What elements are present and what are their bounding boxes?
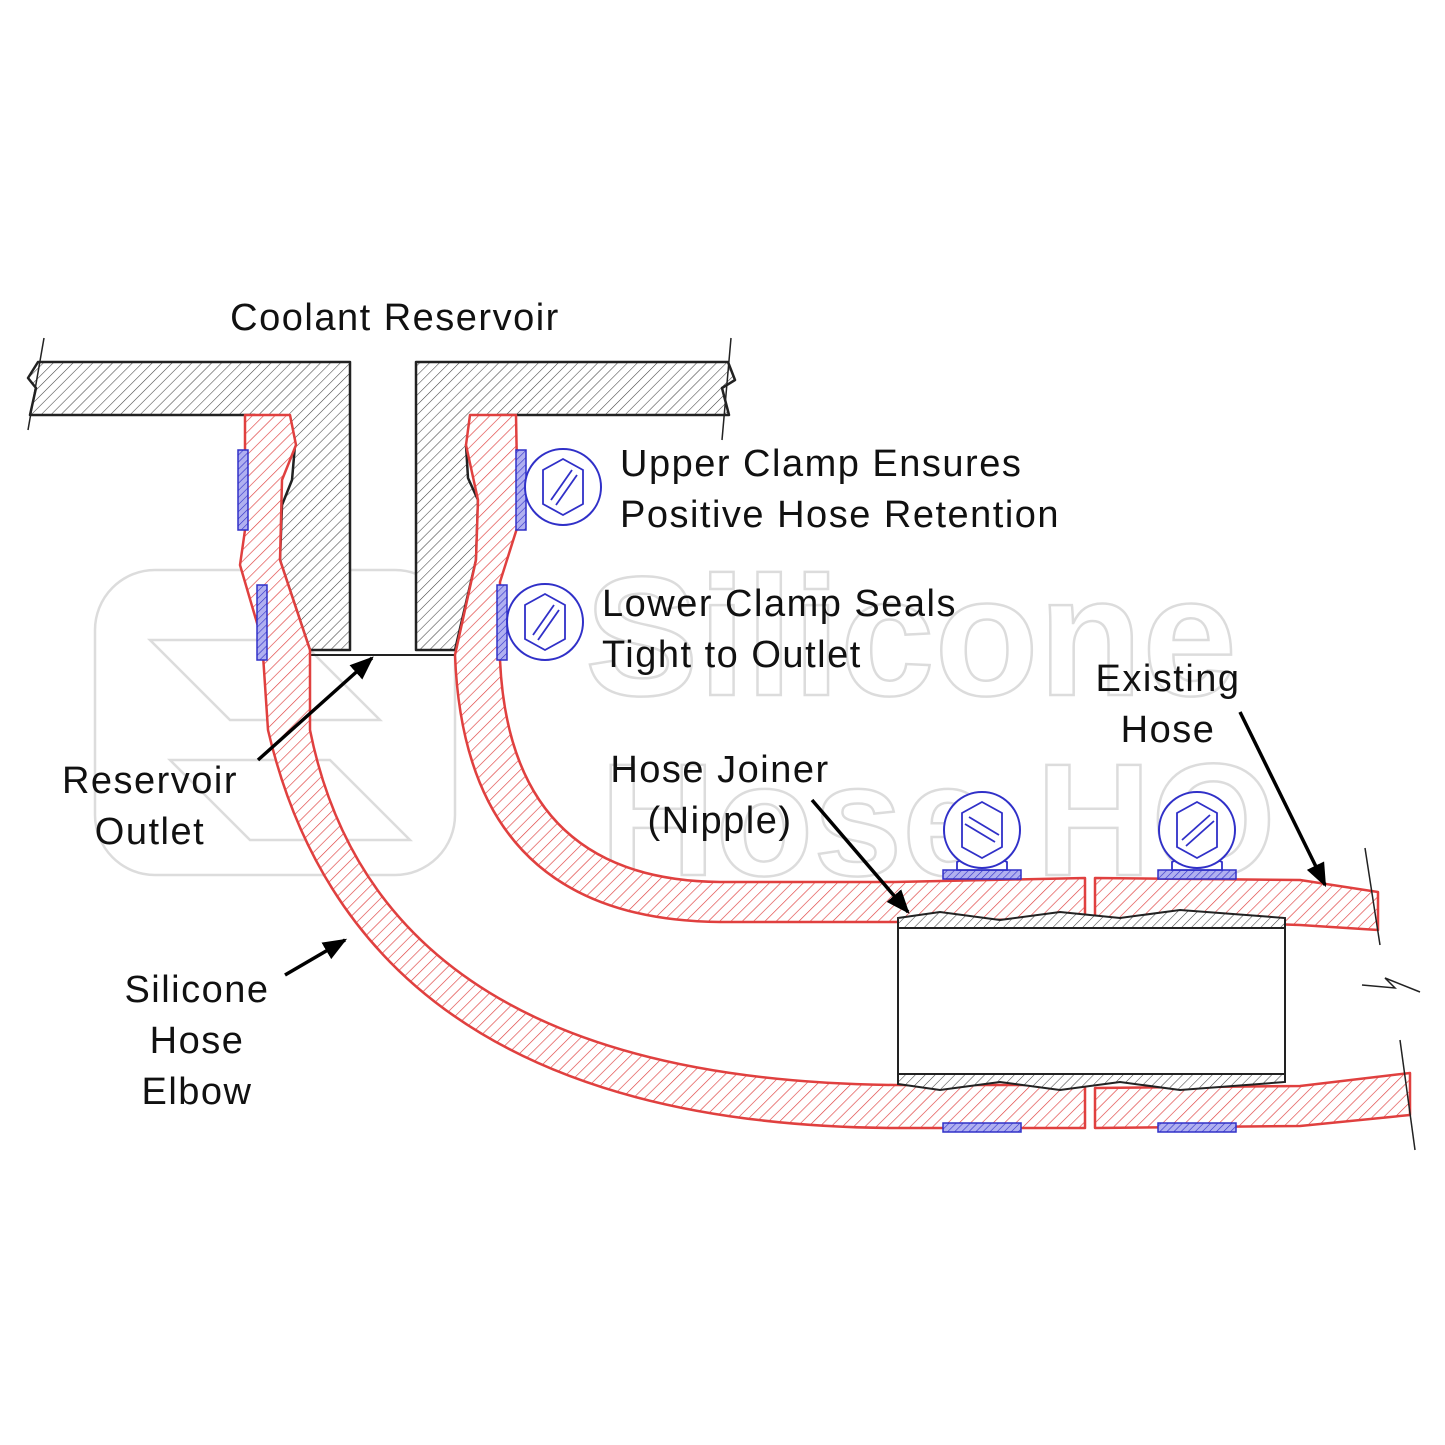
label-lower-clamp-line2: Tight to Outlet bbox=[602, 634, 862, 676]
leader-arrows bbox=[256, 656, 1327, 977]
hose-joiner-arrow bbox=[810, 798, 910, 914]
silicone-hose-arrow bbox=[284, 938, 348, 977]
label-silicone-hose-line1: Silicone bbox=[124, 969, 269, 1011]
label-lower-clamp-line1: Lower Clamp Seals bbox=[602, 583, 957, 625]
lower-clamp-band-right bbox=[496, 584, 508, 661]
break-line-right bbox=[721, 337, 732, 441]
label-upper-clamp-line2: Positive Hose Retention bbox=[620, 494, 1060, 536]
hose-joiner-nipple bbox=[897, 908, 1286, 1092]
labels: Coolant Reservoir Upper Clamp Ensures Po… bbox=[62, 297, 1240, 1113]
nipple-tube bbox=[897, 927, 1286, 1075]
lower-clamp-screw-circle bbox=[506, 583, 584, 661]
joiner-clamp-left-slot-b bbox=[968, 816, 1000, 836]
existing-hose-break-bottom bbox=[1399, 1039, 1416, 1151]
upper-clamp-screw-hex-icon bbox=[542, 457, 584, 517]
break-line-left bbox=[27, 337, 45, 431]
joiner-clamp-left-screw-hex-icon bbox=[961, 800, 1003, 860]
upper-clamp-band-left bbox=[237, 449, 249, 531]
label-reservoir-outlet-line1: Reservoir bbox=[62, 760, 238, 802]
joiner-clamp-left-screw-circle bbox=[943, 791, 1021, 869]
existing-hose-break-zigzag bbox=[1361, 977, 1421, 993]
joiner-clamp-left bbox=[942, 791, 1022, 1133]
joiner-clamp-right-band-bottom bbox=[1157, 1122, 1237, 1133]
label-existing-hose-line2: Hose bbox=[1121, 709, 1216, 751]
lower-clamp-screw-hex-icon bbox=[524, 592, 566, 652]
label-coolant-reservoir: Coolant Reservoir bbox=[230, 297, 560, 339]
lower-clamp bbox=[256, 583, 584, 661]
joiner-clamp-left-band-bottom bbox=[942, 1122, 1022, 1133]
lower-clamp-slot-a bbox=[532, 604, 555, 636]
label-reservoir-outlet-line2: Outlet bbox=[95, 811, 205, 853]
label-upper-clamp-line1: Upper Clamp Ensures bbox=[620, 443, 1022, 485]
nipple-bottom-barb bbox=[897, 1073, 1286, 1092]
joiner-clamp-right bbox=[1157, 791, 1237, 1133]
upper-clamp bbox=[237, 448, 602, 531]
joiner-clamp-left-band-top bbox=[942, 869, 1022, 880]
joiner-clamp-left-slot-a bbox=[964, 823, 996, 843]
label-hose-joiner-line2: (Nipple) bbox=[647, 800, 792, 842]
joiner-clamp-right-slot-a bbox=[1181, 814, 1211, 841]
existing-hose-arrow bbox=[1238, 711, 1327, 888]
label-silicone-hose-line2: Hose bbox=[150, 1020, 245, 1062]
joiner-clamp-right-slot-b bbox=[1185, 820, 1215, 847]
lower-clamp-band-left bbox=[256, 584, 268, 661]
upper-clamp-slot-b bbox=[555, 474, 578, 506]
label-existing-hose-line1: Existing bbox=[1095, 658, 1240, 700]
existing-hose-break-top bbox=[1364, 847, 1381, 946]
upper-clamp-slot-a bbox=[550, 469, 573, 501]
coolant-reservoir-body bbox=[26, 337, 737, 656]
lower-clamp-slot-b bbox=[537, 609, 560, 641]
label-silicone-hose-line3: Elbow bbox=[142, 1071, 253, 1113]
joiner-clamp-right-screw-circle bbox=[1158, 791, 1236, 869]
upper-clamp-screw-circle bbox=[524, 448, 602, 526]
label-hose-joiner-line1: Hose Joiner bbox=[610, 749, 829, 791]
watermark-line1: Silicone bbox=[585, 542, 1237, 732]
reservoir-outlet-arrow bbox=[256, 656, 374, 762]
joiner-clamp-right-band-top bbox=[1157, 869, 1237, 880]
joiner-clamp-right-screw-hex-icon bbox=[1176, 800, 1218, 860]
